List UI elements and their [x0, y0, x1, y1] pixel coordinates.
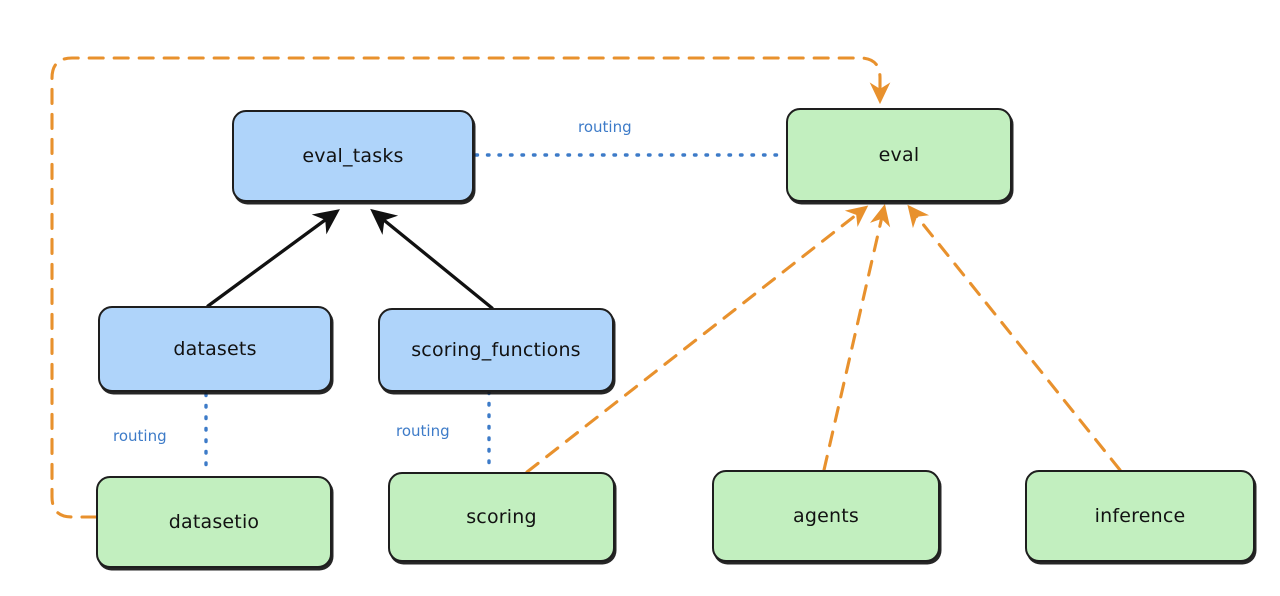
node-label-eval: eval [878, 143, 920, 166]
node-eval[interactable]: eval [786, 108, 1012, 202]
node-label-datasetio: datasetio [168, 510, 260, 533]
node-label-datasets: datasets [173, 337, 257, 360]
edge-label-routing-datasets: routing [113, 427, 167, 445]
node-label-agents: agents [793, 504, 859, 527]
edge-label-routing-eval-tasks: routing [578, 118, 632, 136]
node-datasets[interactable]: datasets [98, 306, 332, 392]
node-inference[interactable]: inference [1025, 470, 1255, 562]
node-label-eval-tasks: eval_tasks [302, 144, 404, 167]
node-datasetio[interactable]: datasetio [96, 476, 332, 568]
node-scoring-functions[interactable]: scoring_functions [378, 308, 614, 392]
node-label-scoring: scoring [466, 505, 537, 528]
edge-agents-to-eval [822, 203, 891, 472]
edge-inference-to-eval [907, 204, 1122, 472]
node-label-scoring-functions: scoring_functions [411, 338, 581, 361]
edge-label-routing-scoring-functions: routing [396, 422, 450, 440]
edge-datasets-to-eval-tasks [206, 209, 340, 308]
node-label-inference: inference [1094, 504, 1186, 527]
node-agents[interactable]: agents [712, 470, 940, 562]
node-eval-tasks[interactable]: eval_tasks [232, 110, 474, 202]
node-scoring[interactable]: scoring [388, 472, 615, 562]
edge-scoring-functions-to-eval-tasks [370, 208, 494, 310]
